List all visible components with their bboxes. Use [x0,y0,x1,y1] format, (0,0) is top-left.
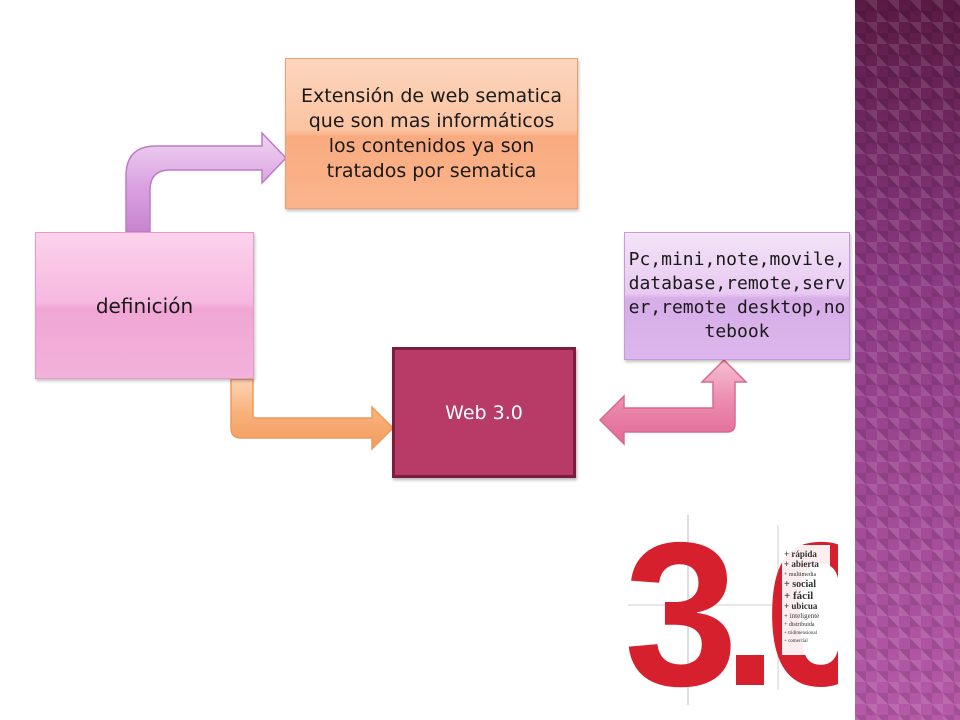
node-extension-label: Extensión de web sematica que son mas in… [301,84,562,182]
logo-dot [736,655,764,685]
arrow-definicion-to-extension [125,131,288,233]
logo-number-three: 3 [628,515,731,705]
logo-feature-5: + fácil [784,590,813,602]
node-devices: Pc,mini,note,movile,database,remote,serv… [624,232,850,360]
node-definicion-label: definición [95,293,194,318]
arrow-definicion-to-web30 [230,378,395,451]
logo-feature-7: + inteligente [784,612,819,620]
decorative-side-band [855,0,960,720]
logo-feature-9: + tridimensional [784,631,818,636]
node-devices-label: Pc,mini,note,movile,database,remote,serv… [628,249,846,342]
logo-feature-8: + distribuida [784,622,815,628]
arrow-web30-to-devices [598,358,748,446]
logo-feature-10: + comercial [784,639,808,644]
logo-feature-2: + abierta [784,559,819,569]
logo-feature-1: + rápida [784,549,817,559]
node-extension: Extensión de web sematica que son mas in… [285,58,578,209]
logo-feature-3: + multimedia [784,572,817,578]
logo-feature-4: + social [784,579,816,590]
node-web30-label: Web 3.0 [445,401,523,424]
logo-feature-6: + ubicua [784,601,818,611]
web30-logo: 3 0 + rápida + abierta + multimedia + so… [628,515,838,705]
node-definicion: definición [35,232,254,379]
node-web30: Web 3.0 [392,347,576,478]
